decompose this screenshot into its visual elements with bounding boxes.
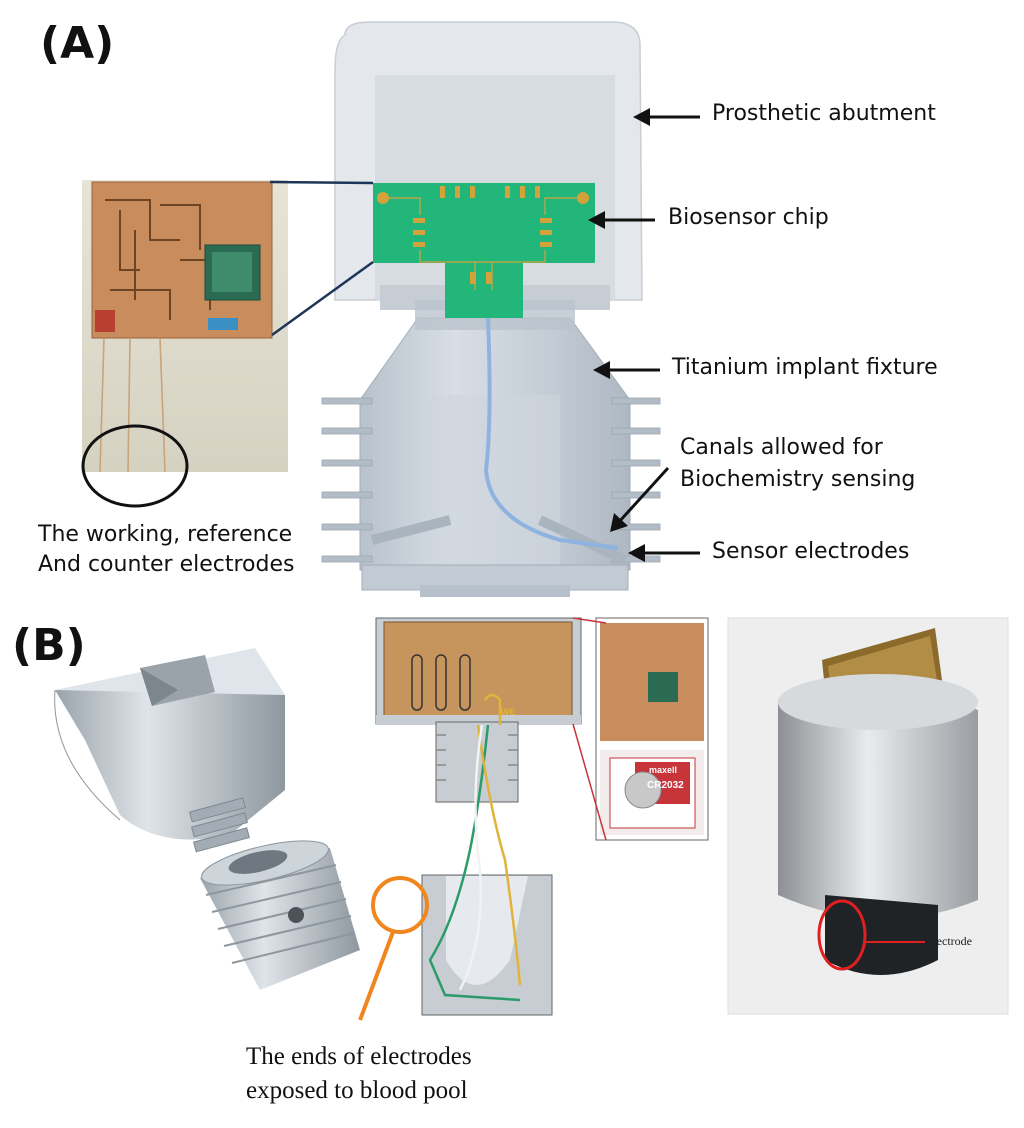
arrow-fixture <box>593 361 660 379</box>
label-prosthetic-abutment: Prosthetic abutment <box>712 101 936 126</box>
photo-caption: The working, reference And counter elect… <box>38 520 294 579</box>
panel-b-label: (B) <box>12 620 86 671</box>
label-sensor-electrodes: Sensor electrodes <box>712 539 910 564</box>
label-canals: Canals allowed for Biochemistry sensing <box>680 432 915 496</box>
arrow-sensor-electrodes <box>628 544 700 562</box>
electrode-wire <box>483 317 619 550</box>
titanium-implant-fixture <box>321 317 661 597</box>
photo-caption-line2: And counter electrodes <box>38 551 295 577</box>
device-photo <box>727 617 1009 1015</box>
we-label: WE <box>501 707 516 717</box>
photo-caption-line1: The working, reference <box>38 522 293 547</box>
blood-pool-caption-line2: exposed to blood pool <box>246 1076 468 1104</box>
blood-pool-caption-line1: The ends of electrodes <box>246 1043 472 1070</box>
label-canals-line2: Biochemistry sensing <box>680 466 916 492</box>
battery-brand-label: maxell <box>649 765 678 775</box>
label-biosensor-chip: Biosensor chip <box>668 205 829 230</box>
blood-pool-callout <box>358 876 429 1021</box>
implant-fixture-3d <box>200 840 360 990</box>
panel-a-label: (A) <box>40 18 115 69</box>
label-titanium-implant-fixture: Titanium implant fixture <box>672 355 938 380</box>
chip-leader-top <box>269 180 374 185</box>
arrow-chip <box>588 211 655 229</box>
blood-pool-caption: The ends of electrodes exposed to blood … <box>246 1040 472 1108</box>
label-canals-line1: Canals allowed for <box>680 435 883 460</box>
arrow-abutment <box>633 108 700 126</box>
cross-section-diagram <box>375 617 709 1016</box>
abutment-cap-3d <box>54 648 285 853</box>
arrow-canals <box>610 466 670 532</box>
electrode-highlight-circle <box>81 424 189 508</box>
chip-leader-bottom <box>271 260 374 337</box>
device-photo-electrode-label: electrode <box>928 934 972 948</box>
biosensor-pcb-photo <box>82 180 288 473</box>
biosensor-chip <box>373 183 595 318</box>
battery-model-label: CR2032 <box>647 780 684 791</box>
